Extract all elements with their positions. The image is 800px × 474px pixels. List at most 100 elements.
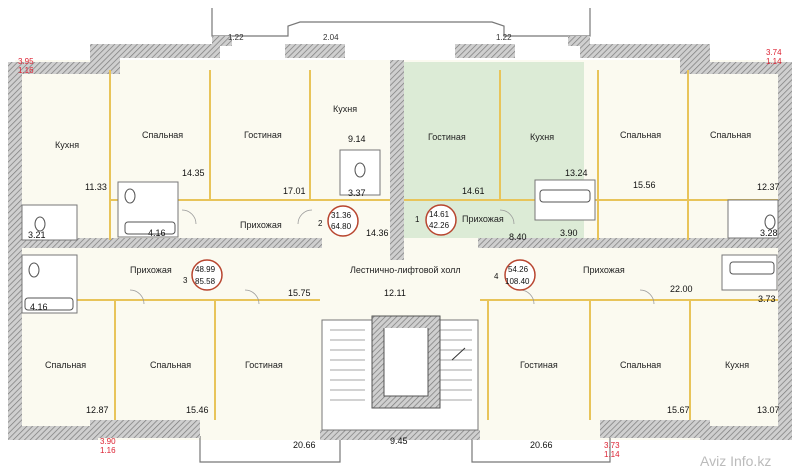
room-label-hall: Прихожая (583, 265, 625, 275)
room-label-living: Гостиная (245, 360, 283, 370)
toilets (28, 162, 776, 278)
area-value: 20.66 (293, 440, 316, 450)
dimension-label: 3.74 (766, 48, 782, 57)
corridor-wall (478, 238, 778, 248)
area-value: 12.87 (86, 405, 109, 415)
area-value: 15.67 (667, 405, 690, 415)
unit-number: 2 (318, 219, 323, 228)
room-label-living: Гостиная (520, 360, 558, 370)
stairwell (321, 315, 479, 431)
area-value: 15.46 (186, 405, 209, 415)
area-value: 14.35 (182, 168, 205, 178)
dimension-label: 1.22 (228, 33, 244, 42)
unit-living-area: 54.26 (508, 265, 529, 274)
area-value: 17.01 (283, 186, 306, 196)
room-label-bedroom: Спальная (710, 130, 751, 140)
area-value: 12.37 (757, 182, 780, 192)
dimension-label: 3.90 (100, 437, 116, 446)
area-value: 14.36 (366, 228, 389, 238)
area-value: 15.75 (288, 288, 311, 298)
room-label-hall: Прихожая (130, 265, 172, 275)
dimension-label: 1.22 (496, 33, 512, 42)
dimension-label: 3.73 (604, 441, 620, 450)
room-label-kitchen: Кухня (530, 132, 554, 142)
outer-wall-north (110, 44, 220, 58)
area-value: 9.45 (390, 436, 408, 446)
room-label-kitchen: Кухня (333, 104, 357, 114)
top-wall-stub (568, 36, 590, 46)
room-label-bedroom: Спальная (45, 360, 86, 370)
unit-total-area: 42.26 (429, 221, 450, 230)
area-value: 13.24 (565, 168, 588, 178)
area-value: 13.07 (757, 405, 780, 415)
area-value: 3.28 (760, 228, 778, 238)
spine-wall (390, 60, 404, 260)
bathtubs (24, 189, 775, 311)
bathrooms (21, 149, 779, 314)
area-value: 14.61 (462, 186, 485, 196)
top-wall-stub (212, 36, 232, 46)
room-label-kitchen: Кухня (55, 140, 79, 150)
unit-living-area: 14.61 (429, 210, 450, 219)
outer-wall-south (700, 426, 792, 440)
outer-wall-north (580, 44, 690, 58)
area-value: 3.37 (348, 188, 366, 198)
dimension-label: 1.14 (604, 450, 620, 459)
room-label-lobby: Лестнично-лифтовой холл (350, 265, 461, 275)
unit-marker-2: 2 31.36 64.80 (318, 205, 359, 237)
area-value: 4.16 (148, 228, 166, 238)
unit-number: 3 (183, 276, 188, 285)
dimension-label: 3.95 (18, 57, 34, 66)
outer-wall-north (455, 44, 515, 58)
unit-total-area: 85.58 (195, 277, 216, 286)
outer-wall-west (8, 62, 22, 438)
room-label-bedroom: Спальная (150, 360, 191, 370)
unit-marker-1: 1 14.61 42.26 (415, 204, 457, 236)
bottom-loggia-outline (199, 436, 341, 463)
unit-living-area: 48.99 (195, 265, 216, 274)
room-label-living: Гостиная (428, 132, 466, 142)
dimension-label: 2.04 (323, 33, 339, 42)
room-label-hall: Прихожая (462, 214, 504, 224)
room-label-kitchen: Кухня (725, 360, 749, 370)
area-value: 20.66 (530, 440, 553, 450)
dimension-label: 1.16 (18, 66, 34, 75)
outer-wall-south (600, 420, 710, 438)
unit-marker-3: 3 48.99 85.58 (183, 259, 223, 291)
room-label-hall: Прихожая (240, 220, 282, 230)
top-loggia-outline (211, 8, 591, 37)
room-label-bedroom: Спальная (620, 130, 661, 140)
area-value: 22.00 (670, 284, 693, 294)
unit-total-area: 108.40 (505, 277, 530, 286)
dimension-label: 1.16 (100, 446, 116, 455)
watermark: Aviz Info.kz (700, 453, 771, 469)
bottom-loggia-outline (471, 436, 611, 463)
area-value: 15.56 (633, 180, 656, 190)
door-swings (129, 209, 655, 305)
outer-wall-south (90, 420, 200, 438)
unit-marker-4: 4 54.26 108.40 (494, 259, 536, 291)
outer-wall-south (8, 426, 98, 440)
area-value: 12.11 (384, 288, 406, 298)
area-value: 8.40 (509, 232, 527, 242)
area-value: 3.90 (560, 228, 578, 238)
unit-living-area: 31.36 (331, 211, 352, 220)
outer-wall-east (778, 62, 792, 438)
area-value: 3.73 (758, 294, 776, 304)
room-label-bedroom: Спальная (142, 130, 183, 140)
area-value: 11.33 (85, 182, 107, 192)
room-label-living: Гостиная (244, 130, 282, 140)
area-value: 4.16 (30, 302, 48, 312)
unit-number: 1 (415, 215, 420, 224)
dimension-label: 1.14 (766, 57, 782, 66)
corridor-wall (22, 238, 322, 248)
outer-wall-north (285, 44, 345, 58)
outer-wall-north (700, 62, 792, 74)
room-label-bedroom: Спальная (620, 360, 661, 370)
outer-wall-north (8, 62, 98, 74)
unit-total-area: 64.80 (331, 222, 352, 231)
outer-wall-south (320, 430, 480, 440)
area-value: 9.14 (348, 134, 366, 144)
